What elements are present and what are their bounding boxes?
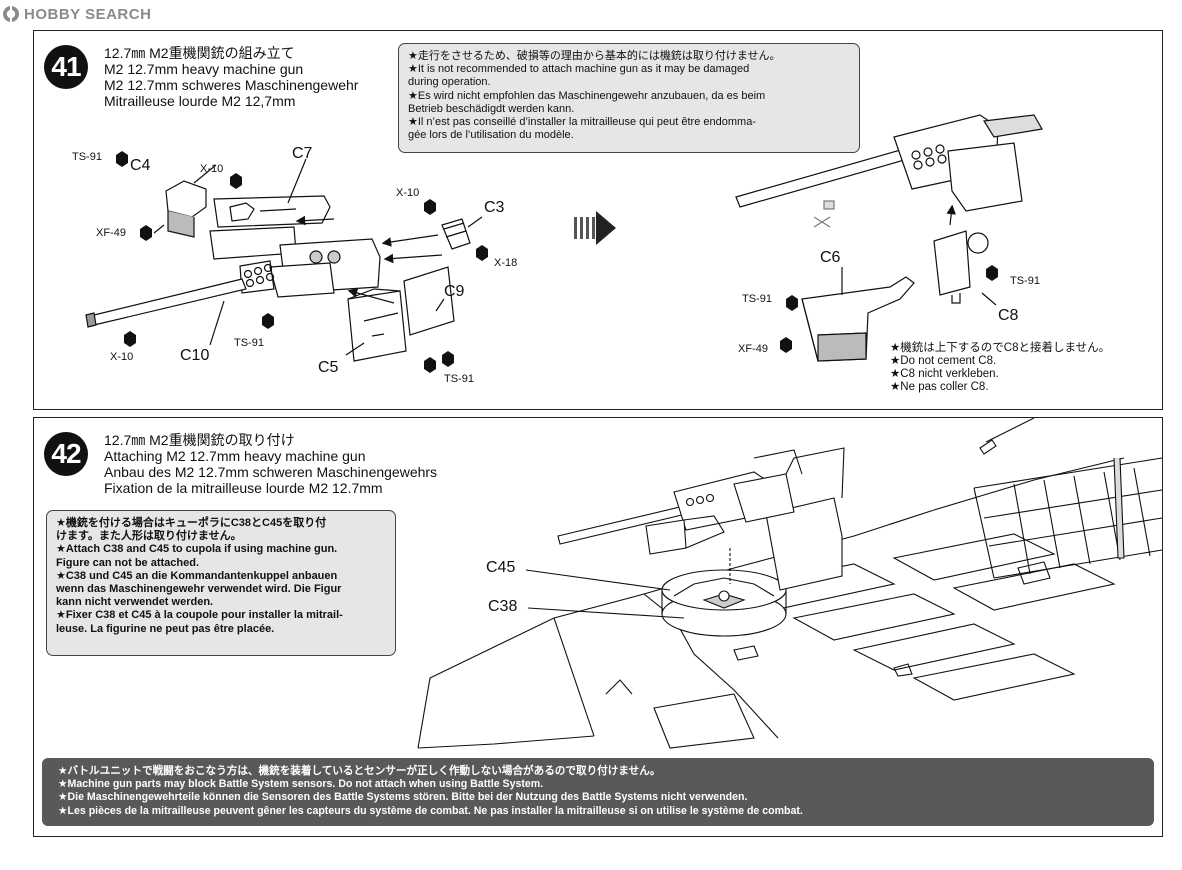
warning-note: ★走行をさせるため、破損等の理由から基本的には機銃は取り付けません。 ★It i… bbox=[398, 43, 860, 153]
part-label-c38: C38 bbox=[488, 598, 518, 615]
c8-note-line: ★Do not cement C8. bbox=[890, 355, 997, 367]
note-line: けます。また人形は取り付けません。 bbox=[56, 530, 242, 543]
watermark-text: HOBBY SEARCH bbox=[24, 5, 152, 23]
note-line: wenn das Maschinengewehr verwendet wird.… bbox=[56, 583, 342, 596]
paint-label: TS-91 bbox=[444, 373, 474, 385]
paint-label: TS-91 bbox=[742, 293, 772, 305]
paint-label: X-10 bbox=[110, 351, 134, 363]
note-line: ★Attach C38 and C45 to cupola if using m… bbox=[56, 543, 338, 556]
c8-note-line: ★Ne pas coller C8. bbox=[890, 381, 989, 393]
m2-assembly-drawing bbox=[85, 114, 1043, 373]
paint-label: XF-49 bbox=[96, 227, 126, 239]
warning-line: ★バトルユニットで戦闘をおこなう方は、機銃を装着しているとセンサーが正しく作動し… bbox=[58, 765, 661, 777]
title-line: Attaching M2 12.7mm heavy machine gun bbox=[104, 448, 366, 464]
warning-line: Betrieb beschädigdt werden kann. bbox=[408, 102, 575, 115]
title-line: M2 12.7mm schweres Maschinengewehr bbox=[104, 77, 359, 93]
note-line: Figure can not be attached. bbox=[56, 556, 200, 569]
part-label-c5: C5 bbox=[318, 359, 339, 376]
step-arrow-icon bbox=[574, 211, 616, 245]
c8-note: ★機銃は上下するのでC8と接着しません。 ★Do not cement C8. … bbox=[890, 342, 1110, 394]
part-label-c45: C45 bbox=[486, 559, 516, 576]
part-label-c3: C3 bbox=[484, 199, 505, 216]
cupola-note: ★機銃を付ける場合はキューポラにC38とC45を取り付 けます。また人形は取り付… bbox=[46, 510, 396, 656]
paint-label: TS-91 bbox=[234, 337, 264, 349]
paint-label: X-10 bbox=[396, 187, 420, 199]
title-line: Fixation de la mitrailleuse lourde M2 12… bbox=[104, 480, 383, 496]
paint-label: X-10 bbox=[200, 163, 224, 175]
warning-line: ★Machine gun parts may block Battle Syst… bbox=[58, 778, 544, 791]
title-line: 12.7㎜ M2重機関銃の取り付け bbox=[104, 432, 295, 448]
paint-label: X-18 bbox=[494, 257, 518, 269]
part-label-c6: C6 bbox=[820, 249, 841, 266]
paint-label: TS-91 bbox=[72, 151, 102, 163]
warning-line: ★Die Maschinengewehrteile können die Sen… bbox=[58, 791, 748, 804]
step-number-badge: 42 bbox=[44, 432, 88, 476]
c8-note-line: ★機銃は上下するのでC8と接着しません。 bbox=[890, 342, 1111, 354]
note-line: leuse. La figurine ne peut pas être plac… bbox=[56, 622, 275, 635]
warning-line: ★Es wird nicht empfohlen das Maschinenge… bbox=[408, 89, 766, 102]
warning-line: ★走行をさせるため、破損等の理由から基本的には機銃は取り付けません。 bbox=[408, 50, 781, 62]
step-title: 12.7㎜ M2重機関銃の取り付け Attaching M2 12.7mm he… bbox=[104, 432, 437, 496]
note-line: kann nicht verwendet werden. bbox=[56, 596, 214, 609]
title-line: 12.7㎜ M2重機関銃の組み立て bbox=[104, 45, 295, 61]
note-line: ★Fixer C38 et C45 à la coupole pour inst… bbox=[56, 609, 343, 622]
paint-label: TS-91 bbox=[1010, 275, 1040, 287]
part-label-c7: C7 bbox=[292, 145, 313, 162]
hobby-search-logo-icon bbox=[3, 6, 19, 22]
watermark: HOBBY SEARCH bbox=[2, 4, 151, 24]
warning-line: gée lors de l’utilisation du modèle. bbox=[408, 129, 574, 142]
part-label-c4: C4 bbox=[130, 157, 151, 174]
note-line: ★C38 und C45 an die Kommandantenkuppel a… bbox=[56, 569, 338, 582]
title-line: Anbau des M2 12.7mm schweren Maschinenge… bbox=[104, 464, 438, 480]
warning-line: ★Il n’est pas conseillé d’installer la m… bbox=[408, 116, 756, 129]
warning-line: during operation. bbox=[408, 76, 491, 89]
warning-line: ★Les pièces de la mitrailleuse peuvent g… bbox=[58, 804, 803, 817]
paint-label: XF-49 bbox=[738, 343, 768, 355]
vehicle-mount-drawing bbox=[417, 418, 1162, 749]
part-label-c8: C8 bbox=[998, 307, 1019, 324]
title-line: M2 12.7mm heavy machine gun bbox=[104, 61, 304, 77]
c8-note-line: ★C8 nicht verkleben. bbox=[890, 368, 999, 380]
step-title: 12.7㎜ M2重機関銃の組み立て M2 12.7mm heavy machin… bbox=[104, 45, 358, 109]
title-line: Mitrailleuse lourde M2 12,7mm bbox=[104, 93, 296, 109]
warning-line: ★It is not recommended to attach machine… bbox=[408, 63, 750, 76]
note-line: ★機銃を付ける場合はキューポラにC38とC45を取り付 bbox=[56, 517, 327, 529]
part-label-c10: C10 bbox=[180, 347, 210, 364]
step-number-badge: 41 bbox=[44, 45, 88, 89]
battle-system-warning: ★バトルユニットで戦闘をおこなう方は、機銃を装着しているとセンサーが正しく作動し… bbox=[42, 758, 1154, 826]
step-41-panel: 41 12.7㎜ M2重機関銃の組み立て M2 12.7mm heavy mac… bbox=[33, 30, 1163, 410]
part-label-c9: C9 bbox=[444, 283, 465, 300]
